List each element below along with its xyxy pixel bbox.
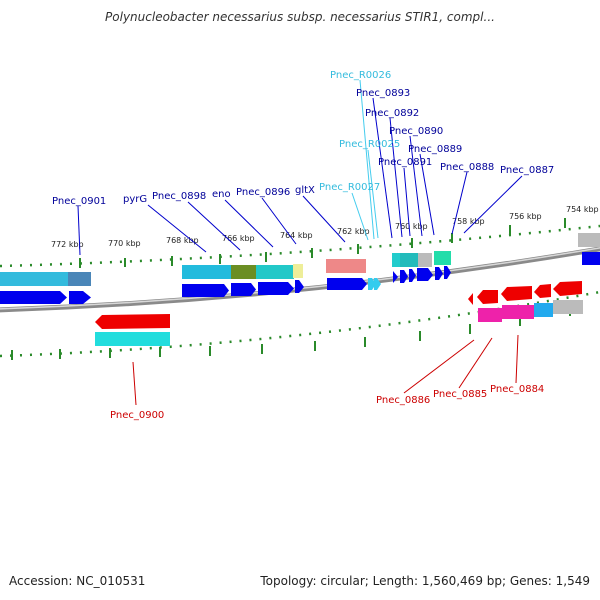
accession-text: Accession: NC_010531: [9, 574, 146, 588]
label-pnec-0884[interactable]: Pnec_0884: [490, 384, 544, 395]
feature-block-pyrG[interactable]: [182, 265, 232, 279]
feature-block-0896[interactable]: [293, 264, 303, 278]
tick-label-758: 758 kbp: [452, 217, 485, 226]
label-pnec-0901[interactable]: Pnec_0901: [52, 196, 106, 207]
label-pnec-0900[interactable]: Pnec_0900: [110, 410, 164, 421]
gene-block-right[interactable]: [582, 252, 600, 265]
feature-block-0884[interactable]: [534, 303, 553, 317]
feature-block-gltX[interactable]: [326, 259, 366, 273]
feature-block-0888[interactable]: [434, 251, 451, 265]
feature-block-0892[interactable]: [400, 253, 418, 267]
gene-arrow-0890[interactable]: [417, 268, 433, 281]
tick-label-766: 766 kbp: [222, 234, 255, 243]
label-pnec-0886[interactable]: Pnec_0886: [376, 395, 430, 406]
gene-arrow-0885[interactable]: [501, 286, 532, 301]
trna-arrow-2[interactable]: [374, 278, 381, 290]
tick-label-754: 754 kbp: [566, 205, 599, 214]
label-pnec-0890[interactable]: Pnec_0890: [389, 126, 443, 137]
gene-arrow-0891[interactable]: [409, 269, 416, 282]
gene-arrow-0889[interactable]: [435, 267, 443, 280]
label-pyrG[interactable]: pyrG: [123, 194, 147, 205]
gene-arrow-left-1[interactable]: [0, 291, 67, 304]
label-pnec-0892[interactable]: Pnec_0892: [365, 108, 419, 119]
label-pnec-r0025[interactable]: Pnec_R0025: [339, 139, 400, 150]
map-title: Polynucleobacter necessarius subsp. nece…: [105, 10, 495, 24]
feature-block-0885[interactable]: [502, 305, 534, 319]
label-pnec-0891[interactable]: Pnec_0891: [378, 157, 432, 168]
lower-label-connectors: [132, 334, 519, 406]
label-pnec-0896[interactable]: Pnec_0896: [236, 187, 290, 198]
label-pnec-0887[interactable]: Pnec_0887: [500, 165, 554, 176]
tick-label-770: 770 kbp: [108, 239, 141, 248]
tick-label-762: 762 kbp: [337, 227, 370, 236]
label-pnec-0889[interactable]: Pnec_0889: [408, 144, 462, 155]
feature-block-right-grey[interactable]: [578, 233, 600, 247]
gene-arrow-0900[interactable]: [95, 314, 170, 329]
feature-block-0900[interactable]: [95, 332, 170, 346]
tick-label-756: 756 kbp: [509, 212, 542, 221]
feature-block-0886[interactable]: [478, 308, 502, 322]
label-pnec-0885[interactable]: Pnec_0885: [433, 389, 487, 400]
tick-label-772: 772 kbp: [51, 240, 84, 249]
gene-arrow-0892[interactable]: [400, 270, 408, 283]
gene-arrow-0888[interactable]: [444, 266, 451, 279]
feature-block-0883[interactable]: [553, 300, 583, 314]
gene-arrow-0884b[interactable]: [553, 281, 582, 296]
upper-label-connectors: [77, 97, 523, 256]
gene-arrow-gltX-2[interactable]: [327, 278, 367, 290]
tick-label-768: 768 kbp: [166, 236, 199, 245]
feature-block-0890[interactable]: [418, 253, 432, 267]
label-pnec-0898[interactable]: Pnec_0898: [152, 191, 206, 202]
feature-block-0898[interactable]: [231, 265, 257, 279]
forward-gene-labels: Pnec_0901 pyrG Pnec_0898 eno Pnec_0896 g…: [52, 88, 554, 207]
gene-arrow-eno[interactable]: [231, 283, 256, 296]
rna-label-connectors: [351, 79, 379, 241]
gene-arrow-0886[interactable]: [477, 290, 498, 304]
label-pnec-0893[interactable]: Pnec_0893: [356, 88, 410, 99]
label-pnec-0888[interactable]: Pnec_0888: [440, 162, 494, 173]
upper-major-ticks: [79, 218, 566, 268]
feature-block-eno[interactable]: [256, 265, 294, 279]
gene-arrow-pyrG[interactable]: [182, 284, 229, 297]
gene-arrow-gltX[interactable]: [295, 280, 304, 293]
gene-arrow-0884a[interactable]: [534, 284, 551, 298]
reverse-gene-labels: Pnec_0900 Pnec_0886 Pnec_0885 Pnec_0884: [110, 384, 544, 421]
upper-tick-ring: [0, 224, 600, 268]
feature-block-left-steel[interactable]: [68, 272, 91, 286]
label-gltX[interactable]: gltX: [295, 185, 315, 196]
gene-arrow-0893[interactable]: [393, 271, 398, 283]
gene-arrow-left-2[interactable]: [69, 291, 91, 304]
tick-label-764: 764 kbp: [280, 231, 313, 240]
gene-arrow-0887[interactable]: [468, 293, 473, 305]
label-pnec-r0027[interactable]: Pnec_R0027: [319, 182, 380, 193]
label-eno[interactable]: eno: [212, 189, 231, 200]
genome-summary-text: Topology: circular; Length: 1,560,469 bp…: [260, 574, 590, 588]
feature-block-0893[interactable]: [392, 253, 400, 267]
gene-arrow-0896[interactable]: [258, 282, 294, 295]
rna-gene-labels: Pnec_R0026 Pnec_R0025 Pnec_R0027: [319, 70, 400, 193]
feature-block-left-cyan[interactable]: [0, 272, 70, 286]
label-pnec-r0026[interactable]: Pnec_R0026: [330, 70, 391, 81]
tick-label-760: 760 kbp: [395, 222, 428, 231]
lower-tick-ring: [0, 290, 600, 358]
